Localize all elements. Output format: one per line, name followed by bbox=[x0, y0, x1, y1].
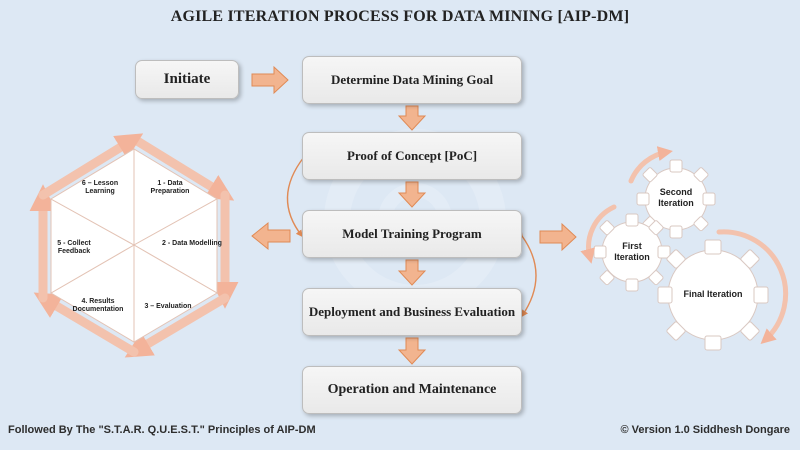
gear-second-iteration: Second Iteration bbox=[658, 187, 694, 208]
footer-version: © Version 1.0 Siddhesh Dongare bbox=[620, 424, 791, 436]
wheel-segment-collect-feedback: 5 - Collect Feedback bbox=[57, 240, 91, 256]
left-curved-arrow bbox=[286, 150, 311, 238]
process-wheel bbox=[29, 133, 239, 358]
wheel-segment-data-modelling: 2 - Data Modelling bbox=[162, 240, 222, 247]
initiate-arrow bbox=[251, 65, 289, 95]
left-arrow bbox=[251, 221, 291, 251]
down-arrow-3 bbox=[397, 259, 427, 286]
second-gear-arc bbox=[628, 146, 673, 184]
gear-final-iteration: Final Iteration bbox=[683, 289, 743, 299]
wheel-segment-data-preparation: 1 - Data Preparation bbox=[150, 180, 190, 196]
step-model-training: Model Training Program bbox=[302, 210, 522, 258]
down-arrow-2 bbox=[397, 181, 427, 208]
step-poc: Proof of Concept [PoC] bbox=[302, 132, 522, 180]
wheel-segment-results-documentation: 4. Results Documentation bbox=[72, 298, 124, 314]
right-arrow bbox=[539, 222, 577, 252]
page-title: AGILE ITERATION PROCESS FOR DATA MINING … bbox=[170, 8, 630, 25]
step-goal: Determine Data Mining Goal bbox=[302, 56, 522, 104]
down-arrow-1 bbox=[397, 105, 427, 131]
right-curved-arrow bbox=[515, 229, 537, 318]
wheel-segment-lesson-learning: 6 – Lesson Learning bbox=[81, 180, 119, 196]
step-deployment: Deployment and Business Evaluation bbox=[302, 288, 522, 336]
initiate-box: Initiate bbox=[135, 60, 239, 99]
footer-principles: Followed By The "S.T.A.R. Q.U.E.S.T." Pr… bbox=[8, 424, 316, 436]
gears bbox=[593, 159, 769, 351]
down-arrow-4 bbox=[397, 337, 427, 365]
gear-first-iteration: First Iteration bbox=[614, 241, 650, 262]
first-gear-arc bbox=[580, 204, 617, 264]
step-operation: Operation and Maintenance bbox=[302, 366, 522, 414]
final-gear-arc bbox=[716, 229, 789, 345]
wheel-segment-evaluation: 3 – Evaluation bbox=[144, 303, 192, 310]
